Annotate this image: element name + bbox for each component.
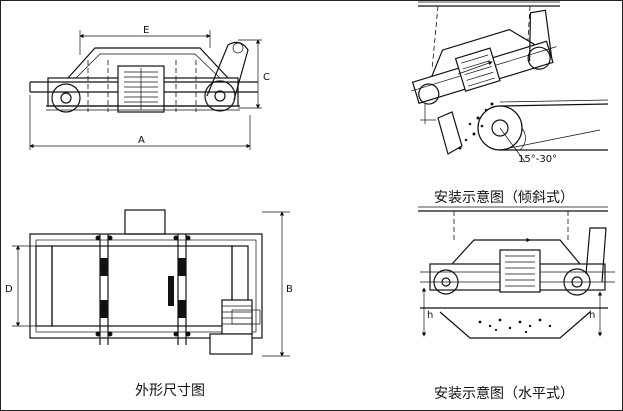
material-on-belt (478, 318, 552, 334)
angle-label: 15°-30° (518, 154, 557, 165)
motor-unit (209, 299, 261, 355)
dim-e-label: E (143, 25, 149, 36)
caption-outline-dimensions: 外形尺寸图 (135, 383, 205, 399)
tilted-installation-view (411, 1, 609, 163)
side-elevation-view (29, 30, 262, 150)
caption-tilted-installation: 安装示意图（倾斜式） (434, 190, 574, 206)
horizontal-installation-view (418, 206, 615, 339)
dim-b-label: B (286, 284, 293, 295)
dim-d-label: D (5, 284, 13, 295)
magnet-coil-slats (124, 68, 158, 110)
caption-horizontal-installation: 安装示意图（水平式） (434, 386, 574, 402)
dim-c-label: C (263, 72, 270, 83)
h-right-label: h (589, 310, 595, 321)
material-stream (458, 102, 494, 150)
h-left-label: h (427, 310, 433, 321)
dim-a-label: A (138, 135, 145, 146)
plan-view (12, 209, 290, 357)
